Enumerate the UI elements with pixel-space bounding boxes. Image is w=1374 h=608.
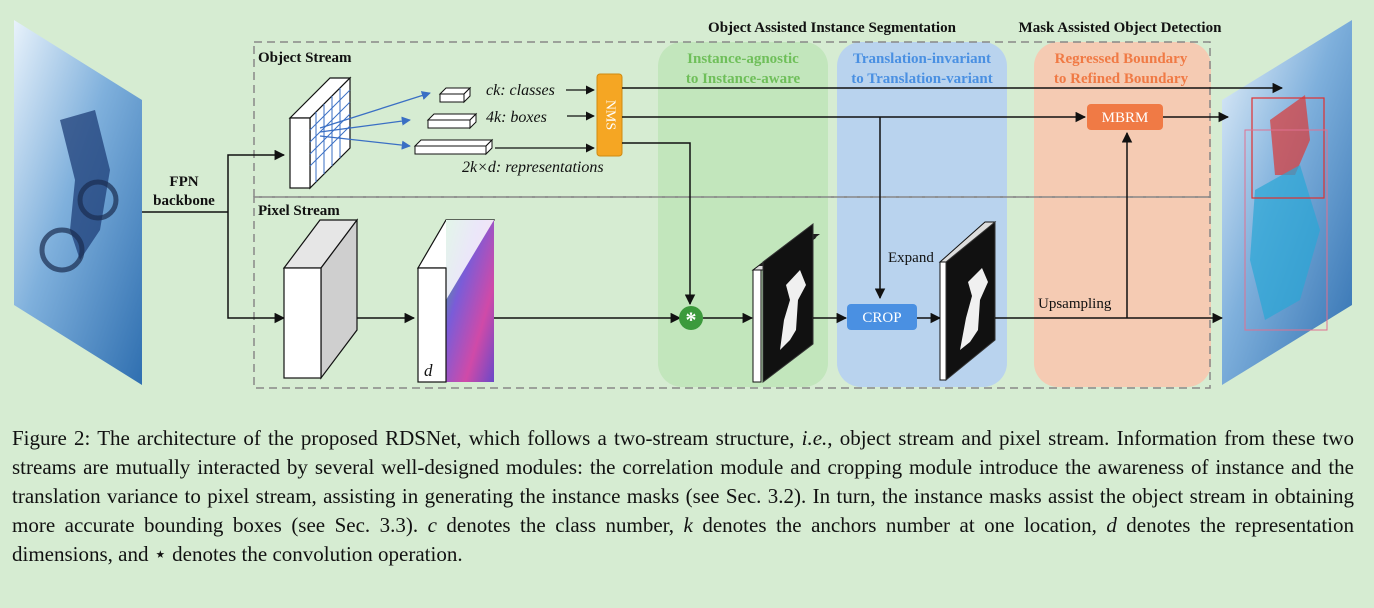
figure-caption: Figure 2: The architecture of the propos… bbox=[12, 426, 1354, 566]
crop-label: CROP bbox=[862, 310, 901, 326]
pixel-feature-block bbox=[282, 218, 359, 380]
classes-label: ck: classes bbox=[486, 82, 555, 99]
region-agnostic-line2: to Instance-aware bbox=[686, 71, 801, 87]
detection-box-pink bbox=[1244, 129, 1328, 331]
region-regressed-line1: Regressed Boundary bbox=[1055, 51, 1188, 67]
mbrm-block bbox=[1087, 104, 1163, 130]
oais-title: Object Assisted Instance Segmentation bbox=[708, 20, 957, 36]
fpn-label-line2: backbone bbox=[153, 193, 215, 209]
input-image bbox=[14, 20, 142, 385]
region-translation-line2: to Translation-variant bbox=[851, 71, 993, 87]
pixel-stream-frame bbox=[253, 196, 1211, 389]
fpn-label-line1: FPN bbox=[169, 174, 198, 190]
region-regressed-line2: to Refined Boundary bbox=[1054, 71, 1189, 87]
rider-mask-red bbox=[1270, 95, 1310, 175]
instance-mask-stack bbox=[751, 222, 820, 384]
region-translation-line1: Translation-invariant bbox=[853, 51, 991, 67]
object-stream-label: Object Stream bbox=[258, 50, 352, 66]
convolution-symbol: * bbox=[686, 307, 697, 332]
depth-label: d bbox=[424, 361, 433, 380]
nms-block bbox=[596, 73, 623, 157]
upsampling-label: Upsampling bbox=[1038, 296, 1112, 312]
expand-label: Expand bbox=[888, 250, 934, 266]
bike-mask-blue bbox=[1250, 165, 1320, 320]
nms-label: NMS bbox=[602, 100, 617, 130]
cropped-mask-shape bbox=[960, 268, 988, 350]
maod-title: Mask Assisted Object Detection bbox=[1019, 20, 1223, 36]
pixel-stream-label: Pixel Stream bbox=[258, 203, 340, 219]
instance-mask-shape bbox=[780, 270, 806, 350]
mbrm-label: MBRM bbox=[1102, 110, 1149, 126]
detection-box-red bbox=[1251, 97, 1325, 199]
boxes-label: 4k: boxes bbox=[486, 109, 547, 126]
representation-feature-map bbox=[416, 219, 496, 383]
classes-box bbox=[438, 86, 472, 104]
caption-figure-label: Figure 2: bbox=[12, 426, 98, 450]
output-image bbox=[1222, 20, 1352, 385]
region-regressed-boundary bbox=[1034, 42, 1211, 387]
cropped-mask bbox=[938, 220, 997, 382]
architecture-diagram: Object Assisted Instance Segmentation Ma… bbox=[14, 20, 1352, 389]
object-stream-frame bbox=[253, 41, 1211, 198]
crop-block bbox=[847, 304, 917, 330]
representations-box bbox=[413, 138, 494, 156]
boxes-box bbox=[426, 112, 478, 130]
object-feature-grid bbox=[288, 76, 352, 190]
representations-label: 2k×d: representations bbox=[462, 159, 604, 176]
convolution-node bbox=[679, 306, 703, 330]
region-agnostic-line1: Instance-agnostic bbox=[687, 51, 799, 67]
